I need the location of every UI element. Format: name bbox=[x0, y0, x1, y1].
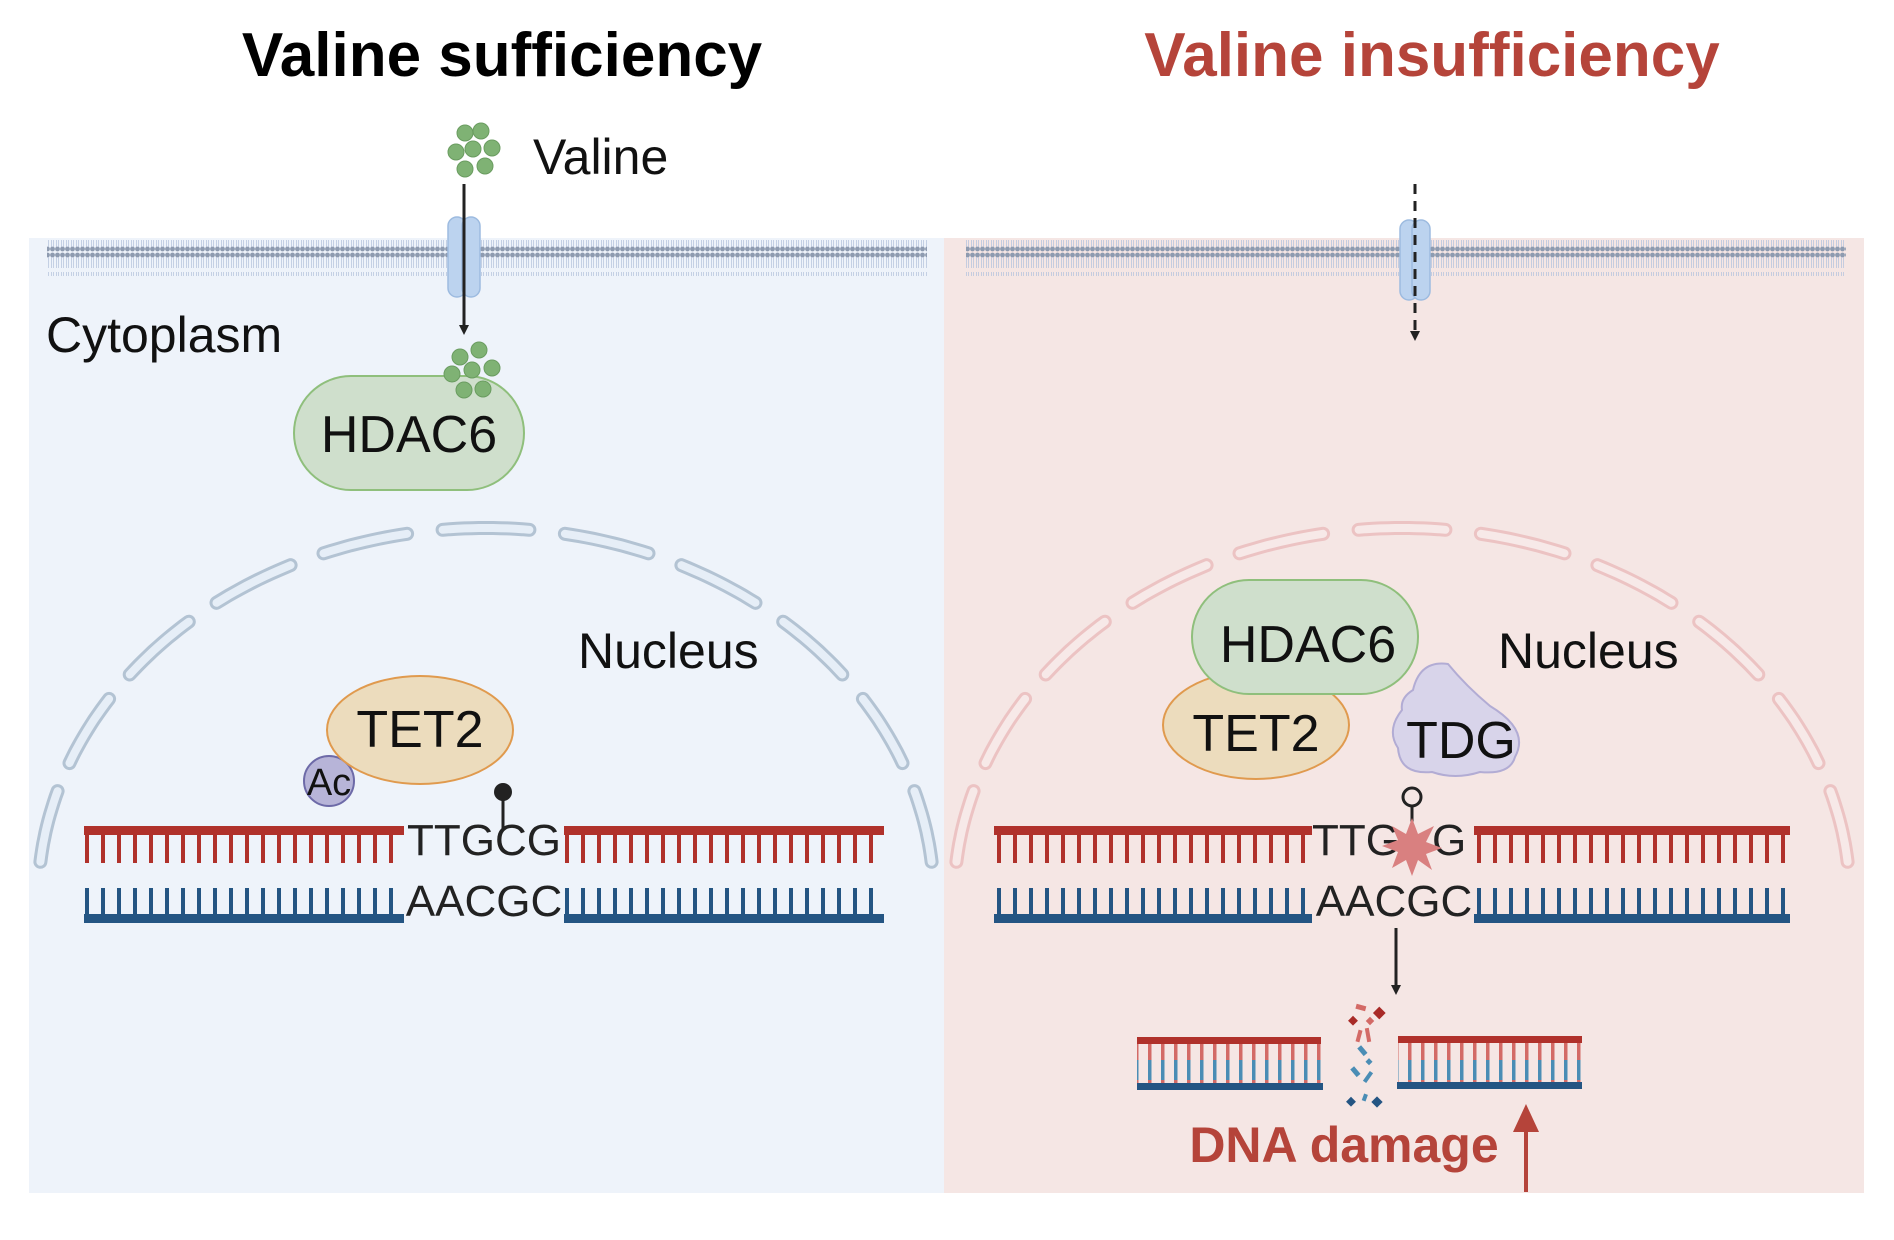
sequence-top-right-suffix: G bbox=[1432, 816, 1466, 865]
base-excision-lesion-icon bbox=[1382, 818, 1442, 876]
acetyl-group-icon bbox=[303, 755, 355, 807]
nuclear-envelope-segment-inner bbox=[319, 529, 412, 558]
dna-strand-left bbox=[84, 826, 884, 923]
nuclear-envelope-segment-inner bbox=[1774, 694, 1823, 768]
hdac6-protein-left bbox=[293, 375, 525, 491]
tdg-protein bbox=[1391, 662, 1520, 777]
nucleus-label-right: Nucleus bbox=[1498, 623, 1679, 679]
nuclear-envelope-segment-inner bbox=[36, 787, 62, 866]
sequence-bottom-left: AACGC bbox=[406, 877, 562, 926]
hdac6-label-right: HDAC6 bbox=[1220, 616, 1396, 674]
valine-label: Valine bbox=[533, 129, 668, 185]
nuclear-envelope-segment-inner bbox=[1695, 617, 1763, 679]
valine-bound-icon bbox=[443, 341, 501, 399]
valine-transporter-icon bbox=[447, 216, 481, 298]
nuclear-envelope-segment-inner bbox=[858, 694, 907, 768]
sequence-bottom-right: AACGC bbox=[1316, 877, 1472, 926]
nuclear-envelope-segment-inner bbox=[1593, 561, 1676, 607]
ac-label: Ac bbox=[307, 762, 351, 804]
nucleus-label-left: Nucleus bbox=[578, 623, 759, 679]
nuclear-envelope-segment-inner bbox=[910, 787, 936, 866]
right-panel-title: Valine insufficiency bbox=[1144, 21, 1720, 90]
left-panel-title: Valine sufficiency bbox=[242, 21, 763, 90]
broken-dna-right-fragment bbox=[1397, 1036, 1582, 1089]
cytoplasm-label: Cytoplasm bbox=[46, 307, 282, 363]
sequence-top-right-prefix: TTG bbox=[1312, 816, 1400, 865]
increase-arrow-icon bbox=[1513, 1104, 1539, 1192]
nuclear-envelope-arcs-right bbox=[949, 521, 1855, 869]
nuclear-envelope-segment-inner bbox=[560, 529, 653, 558]
dna-fragments-icon bbox=[1346, 1003, 1386, 1108]
nuclear-envelope-segment-inner bbox=[952, 787, 978, 866]
hdac6-label-left: HDAC6 bbox=[321, 406, 497, 464]
nuclear-envelope-segment-inner bbox=[212, 561, 295, 607]
nuclear-envelope-segment-inner bbox=[1128, 561, 1211, 607]
broken-dna-left-fragment bbox=[1137, 1037, 1323, 1090]
methyl-mark-icon bbox=[494, 783, 512, 801]
dna-damage-label: DNA damage bbox=[1189, 1117, 1498, 1173]
tdg-label: TDG bbox=[1406, 712, 1516, 770]
hdac6-protein-right bbox=[1191, 579, 1419, 695]
tet2-protein-left bbox=[326, 675, 514, 785]
nuclear-envelope-segment-inner bbox=[1476, 529, 1569, 558]
nuclear-envelope-segment-inner bbox=[1826, 787, 1852, 866]
nuclear-envelope-segment-inner bbox=[438, 524, 534, 534]
nuclear-envelope-segment-inner bbox=[677, 561, 760, 607]
valine-molecules-icon bbox=[447, 122, 501, 178]
tet2-label-left: TET2 bbox=[356, 701, 483, 759]
nuclear-envelope-segment-inner bbox=[981, 694, 1030, 768]
cell-membrane-left bbox=[47, 240, 927, 276]
nuclear-envelope-segment-inner bbox=[125, 617, 193, 679]
nuclear-envelope-segment-inner bbox=[1041, 617, 1109, 679]
nuclear-envelope-segment-inner bbox=[779, 617, 847, 679]
tet2-label-right: TET2 bbox=[1192, 705, 1319, 763]
dna-strand-right bbox=[994, 826, 1790, 923]
oxidized-mark-icon bbox=[1401, 786, 1423, 808]
nuclear-envelope-segment-inner bbox=[65, 694, 114, 768]
sequence-top-left: TTGCG bbox=[407, 816, 561, 865]
nuclear-envelope-segment-inner bbox=[1235, 529, 1328, 558]
nuclear-envelope-arcs-left bbox=[33, 521, 939, 869]
nuclear-envelope-segment-inner bbox=[1354, 524, 1450, 534]
